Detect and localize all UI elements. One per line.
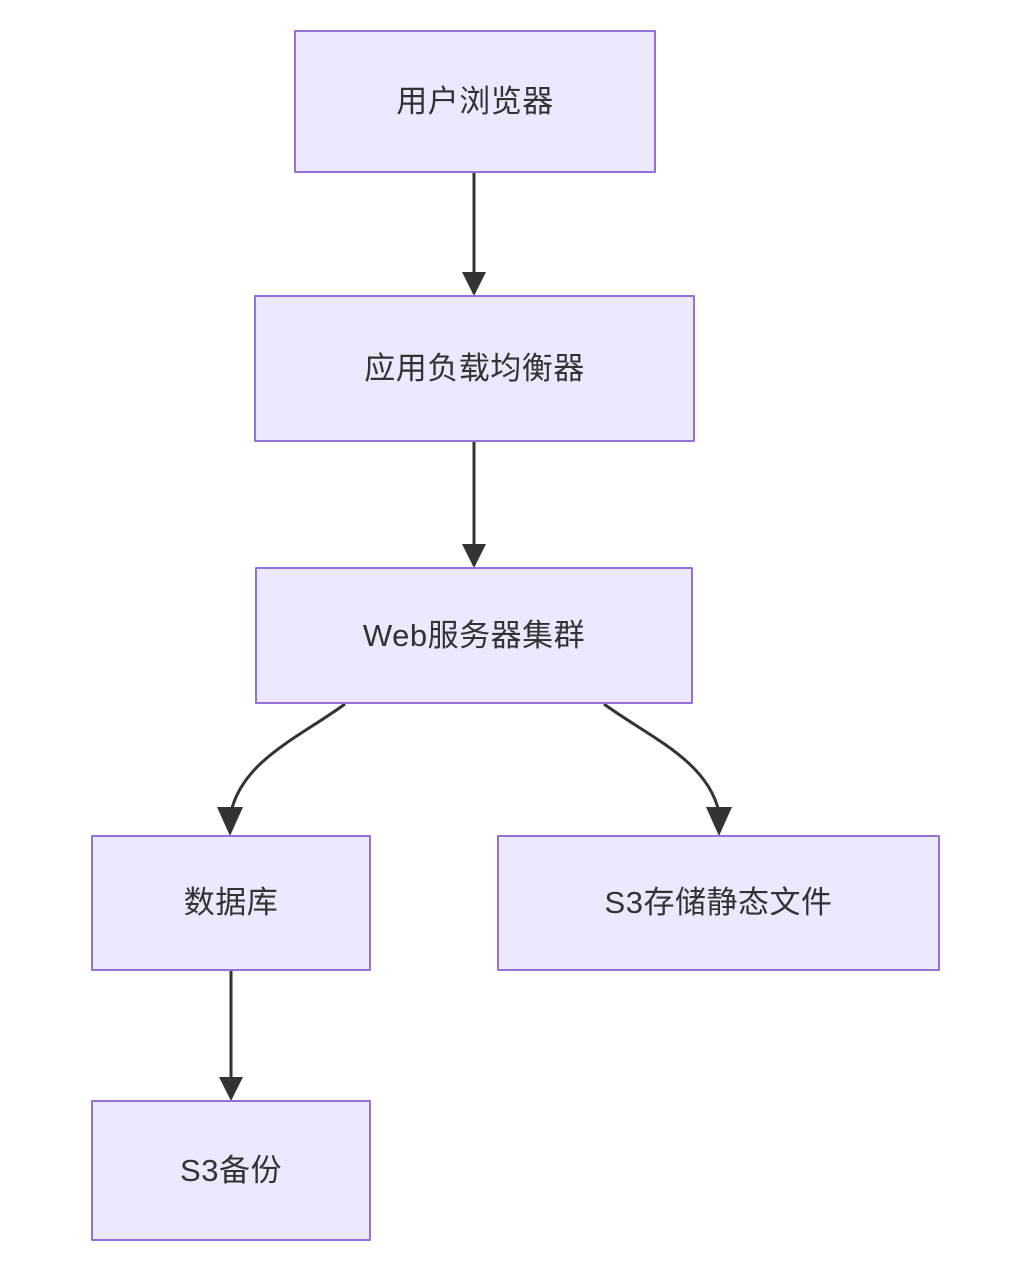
node-s3-static-files[interactable]: S3存储静态文件	[497, 835, 940, 971]
edge-database-to-s3backup	[219, 971, 243, 1101]
arrowhead-icon	[217, 807, 243, 836]
node-database-label: 数据库	[183, 885, 279, 921]
node-browser-label: 用户浏览器	[396, 83, 554, 119]
node-s3-backup-label: S3备份	[180, 1152, 282, 1188]
arrowhead-icon	[706, 807, 732, 836]
node-application-load-balancer-label: 应用负载均衡器	[364, 350, 585, 386]
node-s3-backup[interactable]: S3备份	[91, 1100, 371, 1241]
edge-browser-to-alb	[462, 173, 486, 296]
node-web-server-cluster[interactable]: Web服务器集群	[255, 567, 693, 704]
arrowhead-icon	[462, 272, 486, 296]
edge-web-to-s3static	[603, 702, 732, 836]
node-application-load-balancer[interactable]: 应用负载均衡器	[254, 295, 695, 442]
node-s3-static-files-label: S3存储静态文件	[604, 885, 833, 921]
arrowhead-icon	[462, 544, 486, 568]
node-web-server-cluster-label: Web服务器集群	[362, 617, 586, 653]
node-browser[interactable]: 用户浏览器	[294, 30, 656, 173]
edge-alb-to-web	[462, 442, 486, 568]
edge-web-to-database	[217, 702, 346, 836]
node-database[interactable]: 数据库	[91, 835, 371, 971]
arrowhead-icon	[219, 1077, 243, 1101]
